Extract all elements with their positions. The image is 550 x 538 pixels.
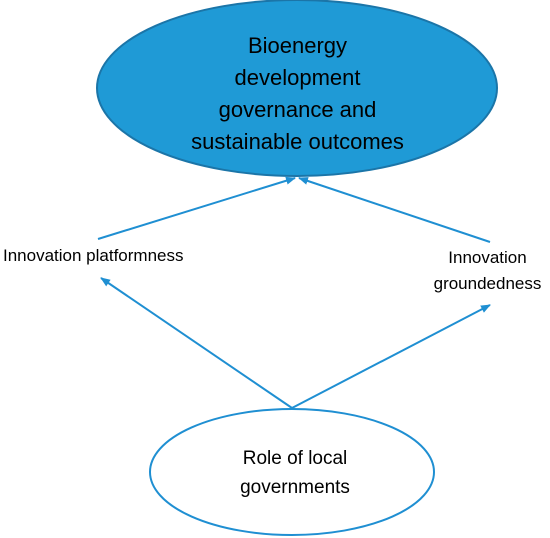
source-node-line-2: governments <box>240 477 350 498</box>
innovation-groundedness-label: Innovation groundedness <box>425 245 550 297</box>
innovation-platformness-label: Innovation platformness <box>3 246 184 265</box>
source-node-label: Role of local governments <box>190 444 400 502</box>
outcome-node-line-1: Bioenergy <box>247 33 348 58</box>
source-ellipse <box>149 408 435 536</box>
source-node-line-1: Role of local <box>242 448 348 469</box>
innovation-groundedness-line-1: Innovation <box>448 248 527 267</box>
outcome-ellipse <box>96 0 498 177</box>
outcome-node-line-3: governance and <box>218 97 377 122</box>
arrow-local-governments-to-groundedness <box>291 304 491 409</box>
arrow-groundedness-to-outcome <box>298 177 491 243</box>
arrow-platformness-to-outcome <box>97 176 296 240</box>
outcome-node-label: Bioenergy development governance and sus… <box>120 30 475 158</box>
arrow-local-governments-to-platformness <box>100 277 293 409</box>
outcome-node-line-2: development <box>234 65 361 90</box>
innovation-groundedness-line-2: groundedness <box>433 274 542 293</box>
outcome-node-line-4: sustainable outcomes <box>191 129 404 154</box>
